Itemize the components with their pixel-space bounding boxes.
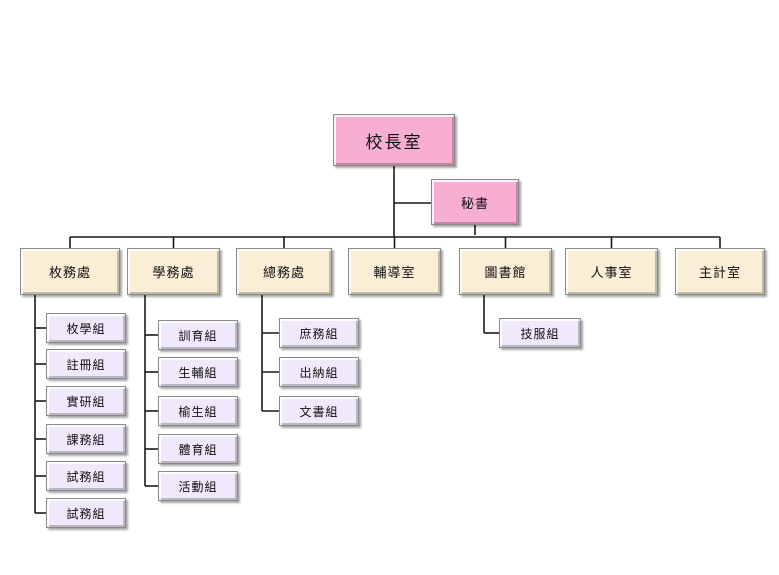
group-node: 試務組 (46, 498, 126, 528)
department-node: 輔導室 (348, 248, 441, 295)
group-node: 試務組 (46, 461, 126, 491)
department-node: 總務處 (236, 248, 332, 295)
group-node: 註冊組 (46, 349, 126, 379)
secretary-node: 秘書 (431, 179, 519, 225)
group-node: 生輔組 (158, 357, 238, 387)
group-node: 出納組 (279, 357, 359, 387)
root-node: 校長室 (333, 114, 455, 166)
department-node: 枚務處 (20, 248, 120, 295)
group-node: 實研組 (46, 386, 126, 416)
group-node: 體育組 (158, 434, 238, 464)
group-node: 課務組 (46, 424, 126, 454)
department-node: 人事室 (565, 248, 658, 295)
group-node: 枚學組 (46, 313, 126, 343)
group-node: 活動組 (158, 471, 238, 501)
group-node: 文書組 (279, 396, 359, 426)
group-node: 訓育組 (158, 320, 238, 350)
group-node: 榆生組 (158, 396, 238, 426)
department-node: 學務處 (127, 248, 220, 295)
department-node: 圖書館 (459, 248, 552, 295)
department-node: 主計室 (675, 248, 765, 295)
group-node: 庶務組 (279, 318, 359, 348)
group-node: 技服組 (499, 318, 581, 348)
